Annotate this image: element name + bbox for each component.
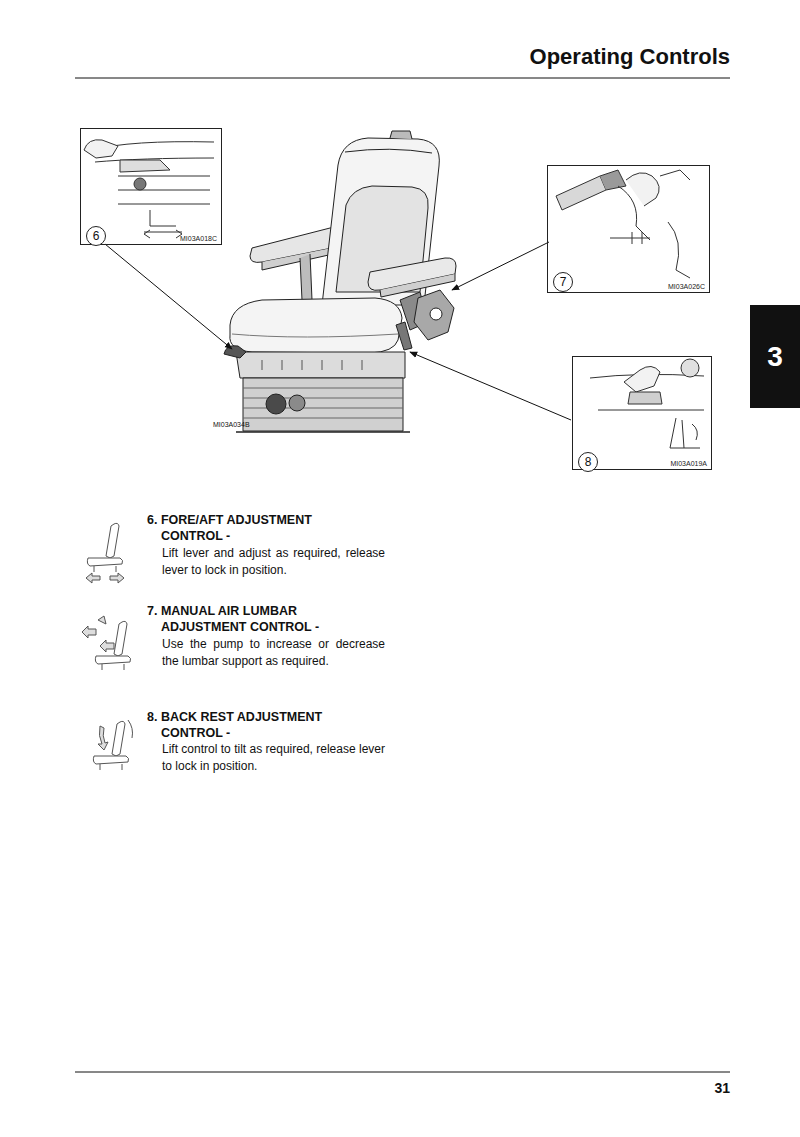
inset-sketch xyxy=(598,410,704,411)
callout-number: 6 xyxy=(86,226,106,246)
figure-code: MI03A034B xyxy=(213,421,250,428)
seat-illustration xyxy=(224,131,456,432)
seat-icon xyxy=(93,756,128,764)
inset-sketch xyxy=(610,232,650,244)
rule-lines xyxy=(75,78,730,1072)
seat-icon xyxy=(98,726,108,750)
seat-icon xyxy=(100,764,122,770)
seat-icon xyxy=(82,626,96,638)
seat-icon xyxy=(94,566,116,572)
inset-sketch xyxy=(660,170,690,180)
figure-code: MI03A018C xyxy=(180,235,217,242)
inset-sketch xyxy=(120,160,170,172)
inset-sketch xyxy=(556,176,606,210)
inset-sketch xyxy=(681,359,699,377)
seat-icon xyxy=(106,523,119,558)
callout-number: 7 xyxy=(560,276,567,288)
seat-illustration xyxy=(282,360,283,370)
inset-sketch xyxy=(670,418,700,448)
seat-illustration xyxy=(224,346,246,358)
inset-sketch xyxy=(692,424,697,440)
control-text: Use the pump to increase or decrease the… xyxy=(162,636,385,669)
leader-line xyxy=(105,244,232,349)
seat-illustration xyxy=(236,352,405,378)
callout-number: 7 xyxy=(553,272,573,292)
seat-illustration xyxy=(322,360,323,370)
seat-icon xyxy=(95,656,130,664)
chapter-number: 3 xyxy=(767,341,783,373)
figure-code: MI03A026C xyxy=(668,283,705,290)
seat-illustration xyxy=(243,418,403,419)
seat-illustration xyxy=(302,360,303,370)
seat-illustration xyxy=(243,388,403,418)
callout-number: 8 xyxy=(585,456,592,468)
inset-sketch xyxy=(668,222,690,278)
page-title: Operating Controls xyxy=(530,44,730,70)
seat-icon xyxy=(112,721,125,756)
inset-sketch xyxy=(624,366,660,392)
seat-illustration xyxy=(262,360,362,370)
seat-illustration xyxy=(243,398,403,399)
inset-sketch xyxy=(118,176,210,204)
seat-icon xyxy=(102,664,124,670)
control-heading: 6. FORE/AFT ADJUSTMENT CONTROL - xyxy=(147,512,369,544)
page-number: 31 xyxy=(714,1080,730,1096)
figure-inset: MI03A026C xyxy=(547,165,710,293)
seat-illustration xyxy=(414,290,454,340)
seat-illustration xyxy=(266,394,286,414)
callout-number: 8 xyxy=(578,452,598,472)
seat-illustration xyxy=(243,388,403,389)
seat-illustration xyxy=(390,131,412,139)
seat-icon xyxy=(98,616,106,624)
control-text: Lift control to tilt as required, releas… xyxy=(162,741,385,774)
inset-sketch xyxy=(84,140,214,238)
control-text: Lift lever and adjust as required, relea… xyxy=(162,545,385,578)
leader-line xyxy=(452,242,549,290)
seat-icon xyxy=(86,523,124,583)
seat-icon xyxy=(82,616,131,670)
seat-icon xyxy=(114,621,127,656)
control-heading: 8. BACK REST ADJUSTMENT CONTROL - xyxy=(147,709,369,741)
figure-code: MI03A019A xyxy=(670,460,707,467)
seat-icon xyxy=(87,558,122,566)
inset-sketch xyxy=(134,178,146,190)
seat-icon xyxy=(93,720,132,770)
seat-icon xyxy=(128,720,133,738)
callout-number: 6 xyxy=(93,230,100,242)
rule-lines xyxy=(75,1072,730,1073)
seat-illustration xyxy=(243,378,403,431)
inset-sketch xyxy=(556,170,690,278)
inset-sketch xyxy=(84,140,118,158)
seat-icon xyxy=(86,573,100,583)
inset-sketch xyxy=(144,230,182,238)
seat-illustration xyxy=(230,298,402,353)
control-heading: 7. MANUAL AIR LUMBAR ADJUSTMENT CONTROL … xyxy=(147,603,369,635)
inset-sketch xyxy=(590,359,704,448)
seat-icon xyxy=(110,573,124,583)
inset-sketch xyxy=(144,210,182,232)
leader-line xyxy=(105,242,571,420)
seat-illustration xyxy=(396,322,412,350)
inset-sketch xyxy=(628,392,662,404)
seat-illustration xyxy=(300,254,312,300)
chapter-tab: 3 xyxy=(750,305,800,408)
seat-illustration xyxy=(342,360,343,370)
seat-illustration xyxy=(362,360,363,370)
inset-sketch xyxy=(626,173,659,206)
seat-illustration xyxy=(345,149,432,153)
seat-illustration xyxy=(289,395,305,411)
leader-line xyxy=(410,352,571,420)
seat-illustration xyxy=(232,334,398,337)
seat-icon xyxy=(100,640,114,652)
seat-illustration xyxy=(430,308,442,320)
rule-lines xyxy=(75,78,730,79)
inset-sketch xyxy=(600,170,626,190)
seat-illustration xyxy=(262,360,263,370)
seat-illustration xyxy=(236,431,410,433)
